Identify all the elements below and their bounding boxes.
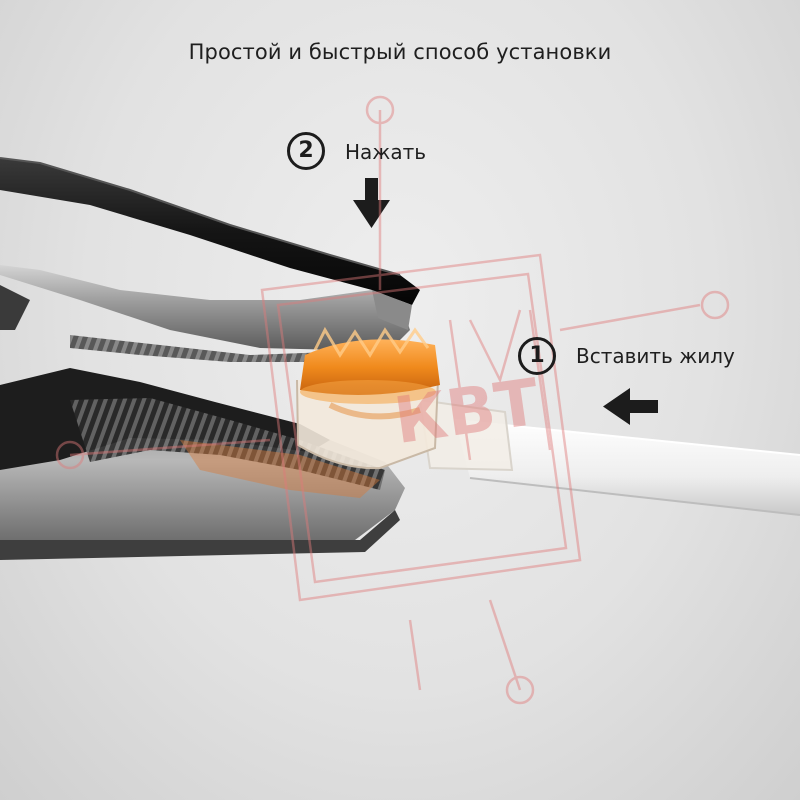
- white-wire: [454, 419, 800, 516]
- orange-connector: [296, 326, 514, 472]
- lower-plier-jaw: [0, 368, 405, 560]
- arrow-left-icon: [603, 388, 658, 425]
- headline: Простой и быстрый способ установки: [188, 40, 612, 64]
- upper-plier-jaw: [0, 157, 420, 362]
- step-2-label: Нажать: [345, 140, 427, 164]
- step-1-number-badge: 1: [518, 337, 556, 375]
- arrow-down-icon: [353, 178, 390, 228]
- step-2-number-badge: 2: [287, 132, 325, 170]
- step-1-label: Вставить жилу: [576, 344, 735, 368]
